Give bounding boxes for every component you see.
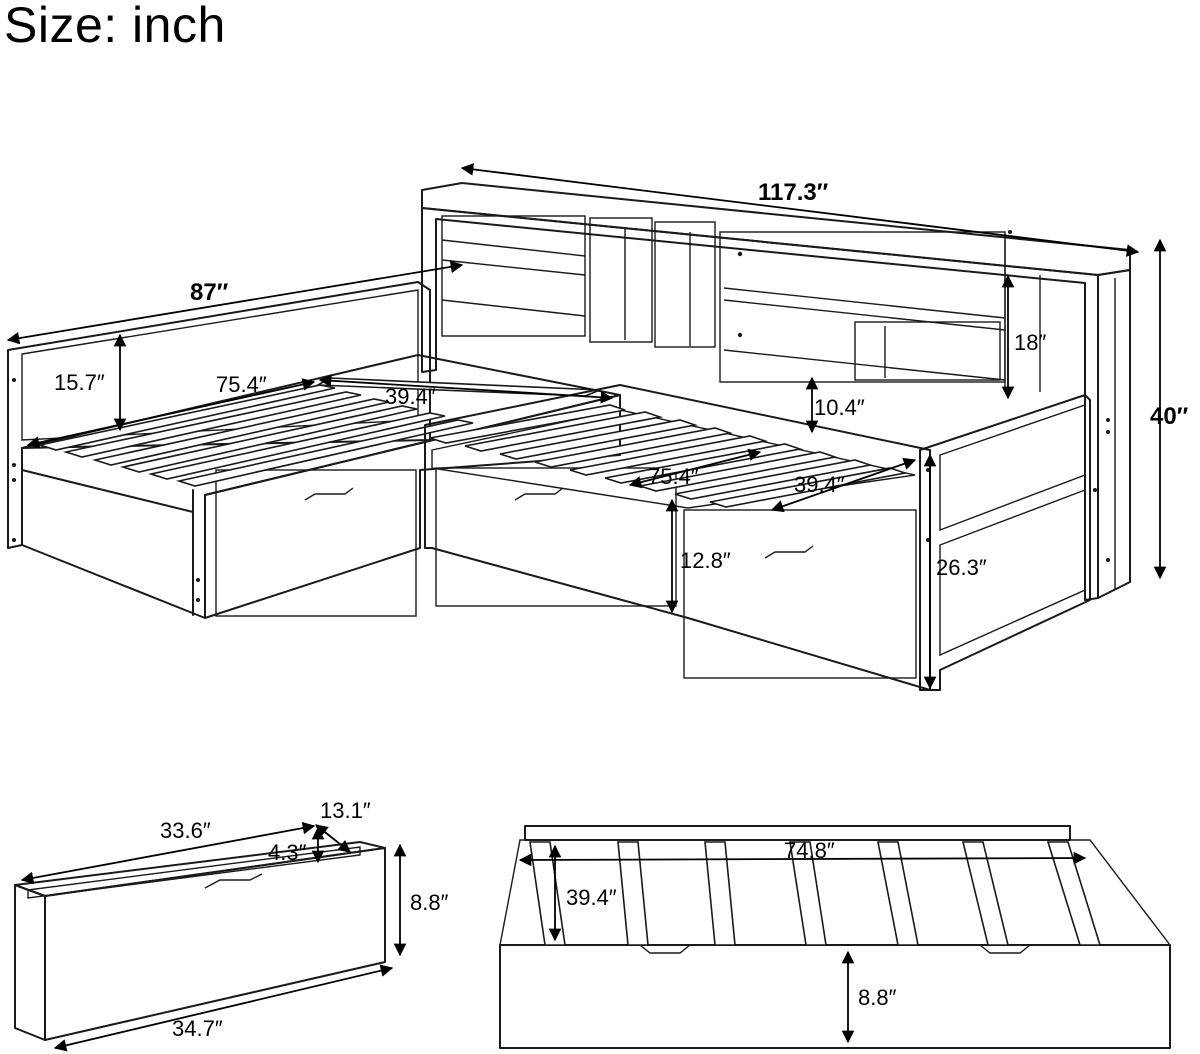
dimension-lines (6, 163, 1167, 1052)
height-label: 40″ (1150, 403, 1189, 430)
trundle-height-label: 8.8″ (858, 985, 897, 1010)
bed1-length-label: 75.4″ (216, 372, 267, 397)
trundle-width-label: 39.4″ (566, 885, 617, 910)
dimension-labels: 117.3″ 87″ 40″ 18″ 15.7″ 10.4″ 75.4″ 39.… (54, 179, 1189, 1041)
bed2-width-label: 39.4″ (794, 472, 845, 497)
drawer-bottom-length-label: 34.7″ (172, 1016, 223, 1041)
bed1-width-label: 39.4″ (385, 384, 436, 409)
right-armrest (919, 394, 1097, 691)
side-length-label: 87″ (190, 279, 229, 306)
front-rail-height-label: 10.4″ (814, 395, 865, 420)
drawer-height-label: 8.8″ (410, 890, 449, 915)
middle-daybed (424, 384, 931, 691)
bed2-length-label: 75.4″ (648, 464, 699, 489)
shelf-height-label: 18″ (1014, 330, 1046, 355)
drawer-handle-depth-label: 4.3″ (268, 840, 307, 865)
drawer-top-length-label: 33.6″ (160, 818, 211, 843)
total-length-label: 117.3″ (758, 179, 829, 206)
armrest-depth-label: 26.3″ (936, 555, 987, 580)
trundle-length-label: 74.8″ (784, 838, 835, 863)
backrest-height-label: 15.7″ (54, 370, 105, 395)
page-title: Size: inch (4, 0, 226, 53)
drawer-front-height-label: 12.8″ (680, 548, 731, 573)
drawer-depth-label: 13.1″ (320, 798, 371, 823)
